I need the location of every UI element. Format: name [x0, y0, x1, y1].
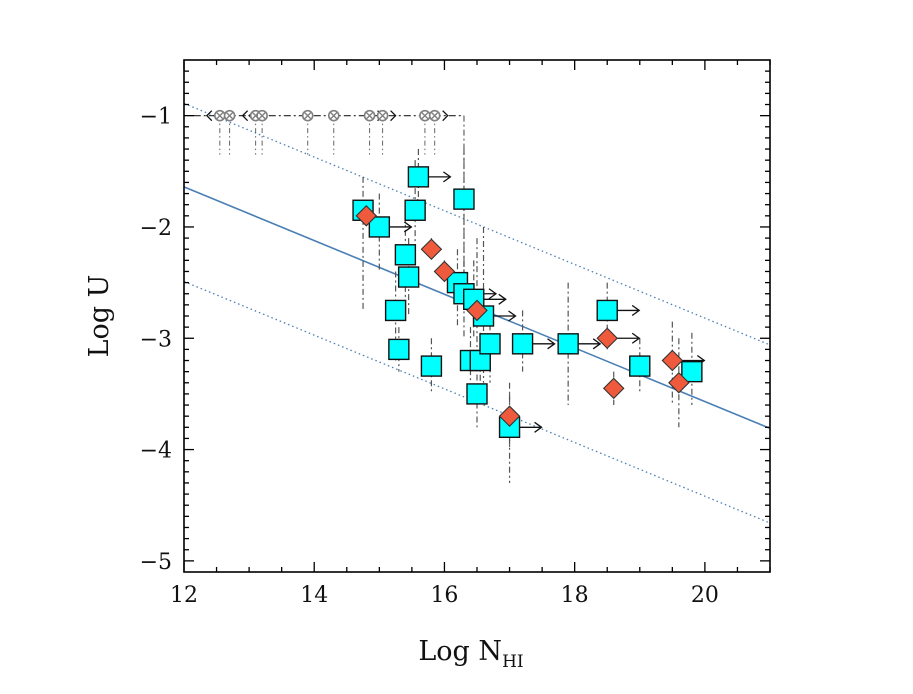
cyan-square-point-11 — [453, 188, 475, 210]
x-tick-label: 14 — [300, 583, 328, 608]
cyan-square-point-17 — [479, 333, 501, 355]
red-diamond-point-5 — [596, 327, 619, 350]
cyan-square-point-5 — [397, 266, 420, 288]
cyan-square-point-19 — [511, 333, 534, 355]
y-axis-label: Log U — [84, 275, 115, 358]
diamond-lower-limit-arrow-5 — [617, 332, 641, 344]
red-diamond-point-3 — [466, 299, 488, 322]
cyan-square-point-4 — [394, 244, 417, 266]
red-diamond-point-6 — [602, 377, 625, 400]
y-tick-label: −1 — [140, 105, 172, 130]
square-lower-limit-arrow-13-head — [498, 293, 507, 305]
cyan-square-point-8 — [420, 355, 443, 377]
upper-limit-point — [301, 109, 314, 122]
square-lower-limit-arrow-18 — [519, 421, 543, 433]
cyan-square-point-3 — [388, 338, 410, 361]
upper-limit-cross — [258, 111, 266, 120]
upper-limit-cross — [365, 111, 374, 120]
x-tick-label: 12 — [170, 583, 198, 608]
square-lower-limit-arrow-18-head — [534, 421, 543, 433]
upper-limit-cross — [216, 111, 224, 120]
upper-limit-point — [363, 109, 376, 122]
square-lower-limit-arrow-1-head — [403, 221, 413, 233]
square-lower-limit-arrow-10-head — [488, 288, 498, 300]
upper-limit-point — [223, 109, 236, 122]
square-lower-limit-arrow-1 — [389, 221, 413, 233]
upper-limit-cross — [329, 111, 338, 120]
square-lower-limit-arrow-7 — [428, 171, 452, 183]
upper-limit-cross — [421, 111, 429, 120]
square-lower-limit-arrow-13 — [483, 293, 507, 305]
upper-limit-point — [376, 109, 389, 122]
square-lower-limit-arrow-16 — [493, 310, 517, 322]
cyan-square-point-6 — [404, 199, 426, 221]
limit-arrow-right-7 — [390, 110, 397, 122]
upper-limit-cross — [225, 111, 234, 120]
x-axis-label-main: Log N — [418, 636, 502, 667]
x-tick-label: 20 — [691, 583, 719, 608]
cyan-square-point-21 — [596, 299, 618, 322]
upper-limit-cross — [303, 111, 312, 120]
x-tick-label: 16 — [430, 583, 458, 608]
cyan-square-point-22 — [629, 355, 651, 377]
red-diamond-point-7 — [661, 349, 684, 372]
red-diamond-point-2 — [433, 260, 456, 283]
upper-limit-point — [419, 109, 431, 122]
upper-limit-point — [428, 109, 441, 122]
cyan-square-point-14 — [466, 383, 488, 405]
red-diamond-point-8 — [668, 372, 690, 394]
y-tick-label: −3 — [140, 327, 172, 352]
cyan-square-point-23 — [681, 360, 703, 383]
x-tick-label: 18 — [561, 583, 589, 608]
cyan-square-point-1 — [368, 216, 391, 238]
square-lower-limit-arrow-21 — [617, 304, 641, 316]
square-lower-limit-arrow-20-head — [592, 338, 602, 350]
y-tick-label: −2 — [140, 216, 172, 241]
y-tick-label: −4 — [140, 439, 172, 464]
cyan-square-point-7 — [407, 166, 430, 188]
cyan-square-point-20 — [557, 333, 579, 355]
limit-arrow-left-0 — [205, 110, 213, 122]
square-lower-limit-arrow-20 — [578, 338, 602, 350]
red-diamond-point-1 — [420, 238, 443, 260]
upper-limit-point — [327, 109, 340, 122]
upper-limit-cross — [430, 111, 439, 120]
square-lower-limit-arrow-16-head — [508, 310, 517, 322]
upper-limit-point — [214, 109, 226, 122]
red-diamond-point-0 — [355, 205, 378, 227]
upper-limit-cross — [378, 111, 387, 120]
square-lower-limit-arrow-7-head — [443, 171, 452, 183]
limit-arrow-right-9 — [442, 110, 449, 122]
square-lower-limit-arrow-19-head — [547, 338, 556, 350]
square-lower-limit-arrow-19 — [532, 338, 556, 350]
square-lower-limit-arrow-21-head — [631, 304, 641, 316]
red-diamond-point-4 — [498, 405, 521, 427]
limit-arrow-left-2 — [241, 110, 249, 122]
diamond-lower-limit-arrow-5-head — [631, 332, 641, 344]
x-axis-label: Log NHI — [418, 636, 523, 672]
cyan-square-point-2 — [384, 299, 407, 322]
x-axis-label-subscript: HI — [502, 652, 524, 672]
upper-limit-point — [256, 109, 268, 122]
y-tick-label: −5 — [140, 550, 172, 575]
